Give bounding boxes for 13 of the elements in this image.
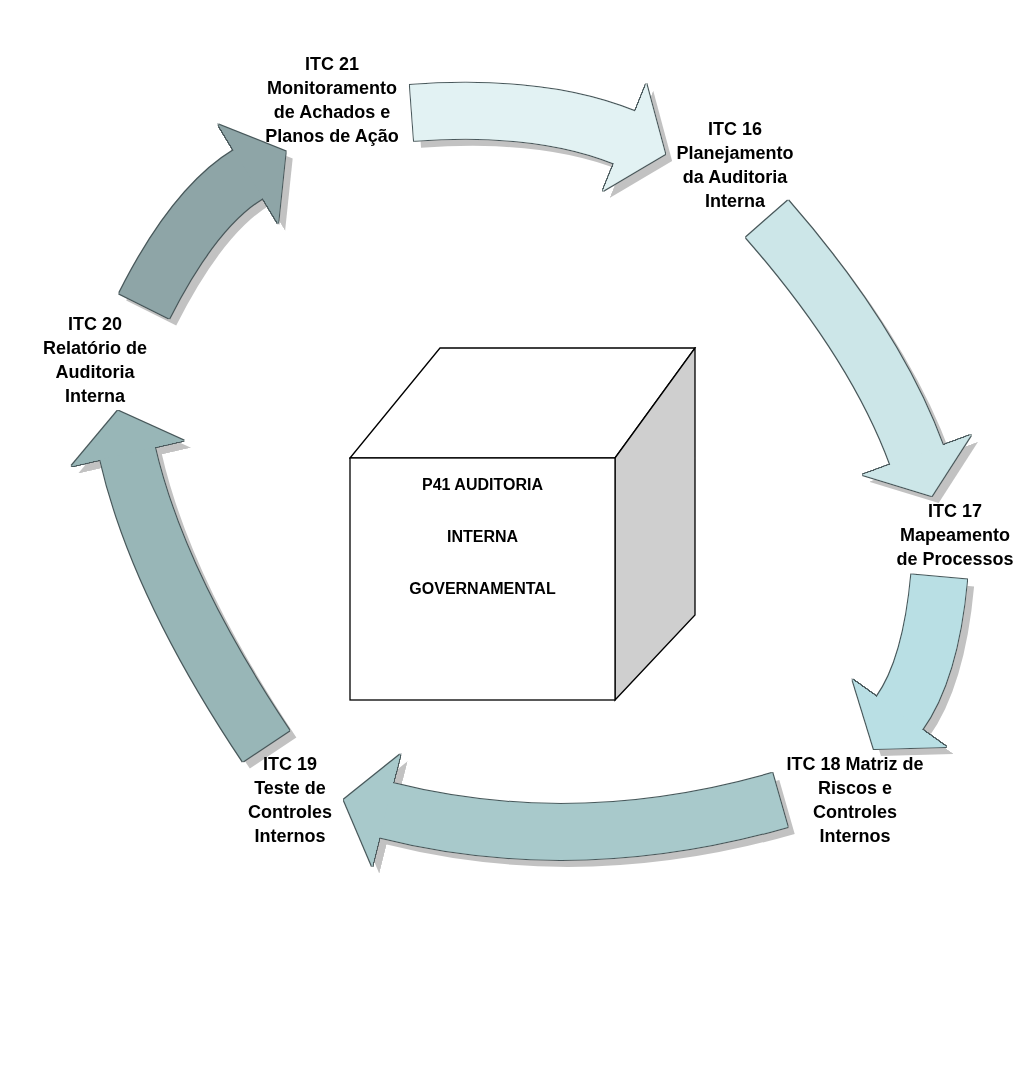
step-label: ITC 19 Teste de Controles Internos [247,753,333,848]
step-label: ITC 17 Mapeamento de Processos [895,500,1015,571]
curved-block-arrow [745,200,971,496]
step-label: ITC 16 Planejamento da Auditoria Interna [675,118,795,213]
cube-label: INTERNA [446,527,519,547]
curved-block-arrow [851,574,968,750]
step-label: ITC 18 Matriz de Riscos e Controles Internos [786,753,924,848]
step-label: ITC 20 Relatório de Auditoria Interna [42,313,148,408]
step-label: ITC 21 Monitoramento de Achados e Planos de Ação [264,53,400,148]
curved-block-arrow [71,411,290,762]
cube-label: GOVERNAMENTAL [409,579,556,599]
cube-label: P41 AUDITORIA [422,475,543,495]
curved-block-arrow [410,82,666,192]
